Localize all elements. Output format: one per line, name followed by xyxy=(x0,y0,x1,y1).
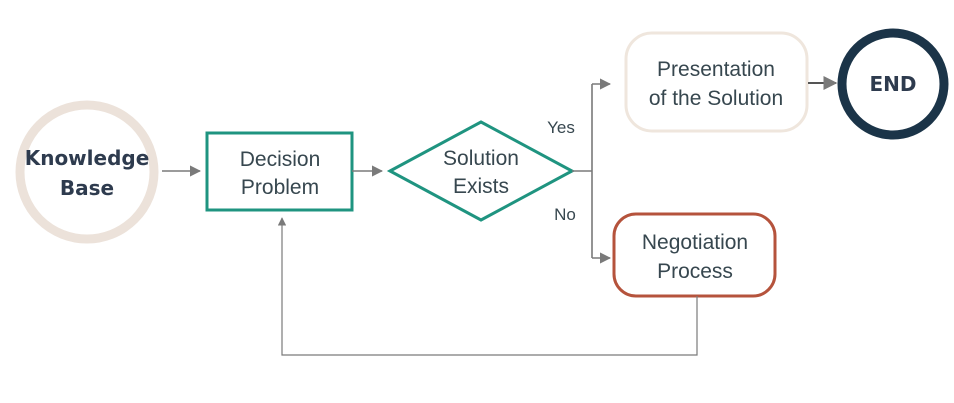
negotiation-label-line2: Process xyxy=(657,260,733,283)
presentation-box xyxy=(624,31,809,133)
knowledge-base-circle xyxy=(15,100,159,244)
decision-problem-node: Decision Problem xyxy=(205,131,354,212)
solution-exists-label-line1: Solution xyxy=(443,147,519,170)
presentation-node: Presentation of the Solution xyxy=(624,31,809,133)
solution-exists-node: Solution Exists xyxy=(386,120,576,222)
decision-problem-label-line1: Decision xyxy=(240,148,321,171)
presentation-label-line2: of the Solution xyxy=(649,87,783,110)
end-circle xyxy=(837,28,949,140)
no-label: No xyxy=(554,205,576,224)
solution-exists-label-line2: Exists xyxy=(453,175,509,198)
negotiation-node: Negotiation Process xyxy=(612,212,777,298)
knowledge-base-node: Knowledge Base xyxy=(15,100,159,244)
negotiation-label-line1: Negotiation xyxy=(642,231,748,254)
end-node: END xyxy=(837,28,949,140)
solution-exists-diamond xyxy=(386,120,576,222)
yes-label: Yes xyxy=(547,118,575,137)
knowledge-base-label-line1: Knowledge xyxy=(25,146,150,170)
end-label: END xyxy=(869,72,916,96)
decision-problem-label-line2: Problem xyxy=(241,176,319,199)
knowledge-base-label-line2: Base xyxy=(60,176,114,200)
presentation-label-line1: Presentation xyxy=(657,58,775,81)
negotiation-box xyxy=(612,212,777,298)
arrow-feedback-loop xyxy=(277,217,698,356)
